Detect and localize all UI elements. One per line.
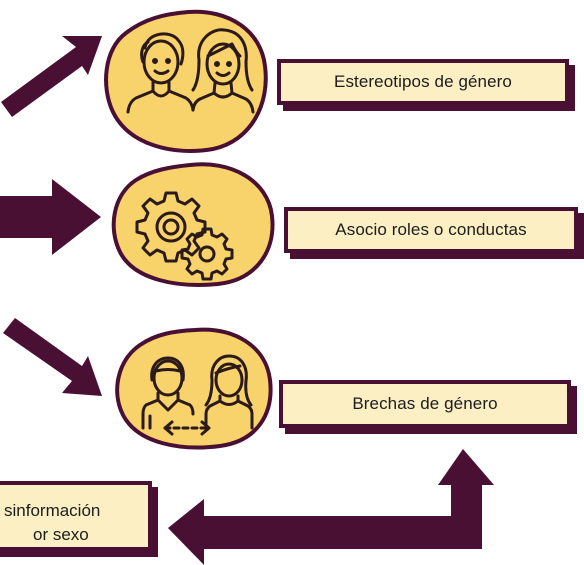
node-circle-3 <box>115 327 273 450</box>
node-label-2: Asocio roles o conductas <box>284 207 578 253</box>
bottom-label: sinformación or sexo <box>0 481 152 551</box>
arrow-right-icon <box>0 179 101 255</box>
gender-exchange-icon <box>141 354 254 436</box>
node-label-2-text: Asocio roles o conductas <box>335 220 527 239</box>
node-label-1: Estereotipos de género <box>277 59 569 105</box>
node-label-3: Brechas de género <box>279 380 571 428</box>
bottom-label-line1: sinformación <box>4 501 101 520</box>
arrow-down-right-icon <box>3 318 102 396</box>
arrow-up-right-icon <box>1 36 102 117</box>
man-woman-icon <box>126 28 255 114</box>
node-circle-1 <box>104 9 268 153</box>
bottom-label-line2: or sexo <box>33 525 89 544</box>
gears-icon <box>135 191 234 281</box>
node-label-3-text: Brechas de género <box>352 394 498 413</box>
node-label-1-text: Estereotipos de género <box>334 72 512 91</box>
arrow-return-icon <box>168 449 494 565</box>
node-circle-2 <box>111 162 275 287</box>
